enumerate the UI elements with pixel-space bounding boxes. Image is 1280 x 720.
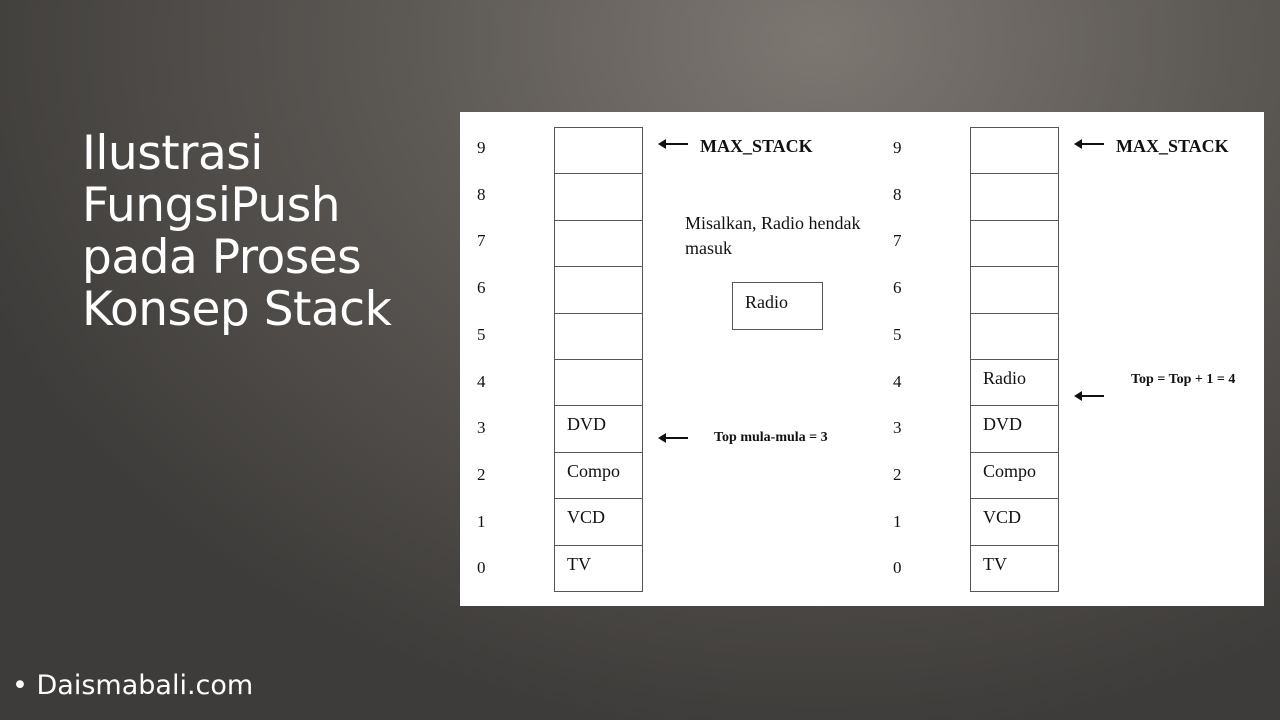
stack-index: 7 <box>477 231 486 251</box>
stack-index: 3 <box>893 418 902 438</box>
stack-cell: Compo <box>554 452 643 500</box>
note-line: Misalkan, Radio hendak <box>685 213 861 233</box>
stack-index: 3 <box>477 418 486 438</box>
stack-cell <box>970 313 1059 360</box>
max-stack-label-right: MAX_STACK <box>1116 136 1229 156</box>
title-line: Konsep Stack <box>82 282 392 337</box>
title-line: pada Proses <box>82 230 362 285</box>
stack-cell-label: DVD <box>567 414 606 435</box>
stack-cell <box>554 220 643 268</box>
stack-index: 2 <box>477 464 486 484</box>
stack-cell-label: DVD <box>983 414 1022 435</box>
stack-index: 9 <box>477 138 486 157</box>
note-line: masuk <box>685 238 732 258</box>
stack-cell-label: TV <box>983 553 1007 574</box>
footer-source: • Daismabali.com <box>12 670 254 701</box>
stack-cell <box>554 267 643 314</box>
stack-cell: VCD <box>554 499 643 546</box>
stack-cell-label: Radio <box>983 367 1026 388</box>
arrow-left-icon <box>1074 391 1104 401</box>
stack-cell-label: VCD <box>983 507 1022 528</box>
stack-cell-label: Compo <box>983 460 1037 481</box>
stack-index: 7 <box>893 231 902 251</box>
stack-index: 6 <box>477 278 486 298</box>
incoming-item-box: Radio <box>732 282 823 330</box>
stack-index: 1 <box>477 511 486 531</box>
top-new-label: Top = Top + 1 = 4 <box>1131 372 1236 387</box>
stack-cell <box>970 127 1059 175</box>
stack-cell-label: TV <box>567 553 591 574</box>
stack-index: 0 <box>893 558 902 578</box>
stack-cell: TV <box>554 545 643 592</box>
stack-cell-label: Compo <box>567 460 621 481</box>
stack-index: 1 <box>893 511 902 531</box>
stack-index: 9 <box>893 138 902 157</box>
stack-index: 8 <box>477 184 486 204</box>
arrow-left-icon <box>1074 139 1104 149</box>
stack-cell <box>970 220 1059 268</box>
title-line: FungsiPush <box>82 178 341 233</box>
stack-cell <box>554 313 643 360</box>
stack-index: 2 <box>893 464 902 484</box>
stack-index: 5 <box>893 324 902 344</box>
stack-cell <box>554 174 643 221</box>
stack-index: 4 <box>893 371 902 391</box>
stack-cell <box>554 127 643 175</box>
arrow-left-icon <box>658 139 688 149</box>
incoming-item-label: Radio <box>745 292 788 312</box>
stack-cell: Radio <box>970 359 1059 407</box>
title-line: Ilustrasi <box>82 126 263 181</box>
stack-index: 5 <box>477 324 486 344</box>
stack-cell <box>970 267 1059 314</box>
stack-cell: DVD <box>970 406 1059 453</box>
stack-cell: Compo <box>970 452 1059 500</box>
stack-cell: TV <box>970 545 1059 592</box>
stack-cell <box>970 174 1059 221</box>
stack-cell <box>554 359 643 407</box>
slide-title: Ilustrasi FungsiPush pada Proses Konsep … <box>82 126 392 337</box>
stack-index: 8 <box>893 184 902 204</box>
arrow-left-icon <box>658 433 688 443</box>
stack-index: 4 <box>477 371 486 391</box>
stack-index: 0 <box>477 558 486 578</box>
top-initial-label: Top mula-mula = 3 <box>714 430 828 445</box>
max-stack-label-left: MAX_STACK <box>700 136 813 156</box>
stack-index: 6 <box>893 278 902 298</box>
stack-cell: VCD <box>970 499 1059 546</box>
stack-cell: DVD <box>554 406 643 453</box>
stack-cell-label: VCD <box>567 507 606 528</box>
